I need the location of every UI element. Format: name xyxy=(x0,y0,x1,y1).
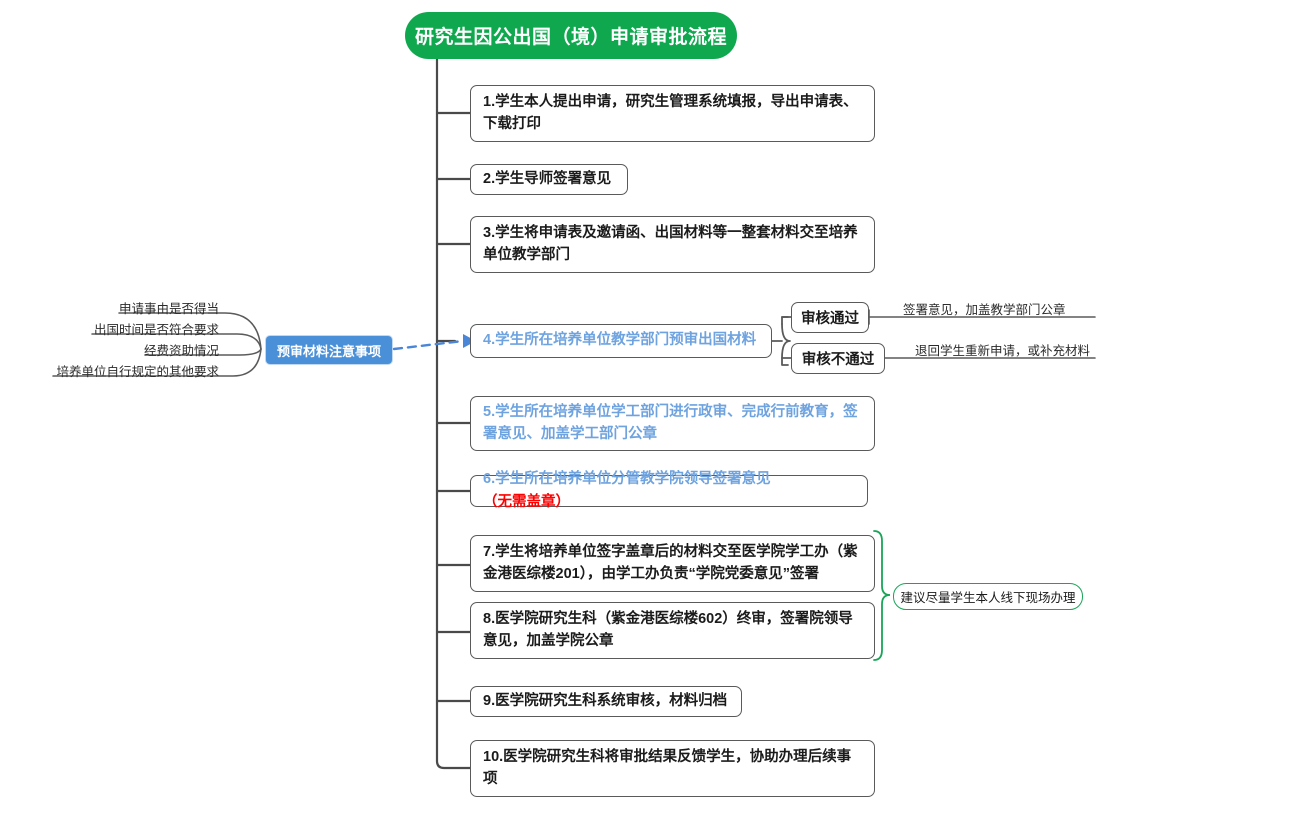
step-7-text: 7.学生将培养单位签字盖章后的材料交至医学院学工办（紫金港医综楼201），由学工… xyxy=(483,543,858,582)
step-1-box[interactable]: 1.学生本人提出申请，研究生管理系统填报，导出申请表、下载打印 xyxy=(470,85,875,142)
step-8-text: 8.医学院研究生科（紫金港医综楼602）终审，签署院领导意见，加盖学院公章 xyxy=(483,610,853,649)
step-9-text: 9.医学院研究生科系统审核，材料归档 xyxy=(483,692,728,709)
flowchart-title: 研究生因公出国（境）申请审批流程 xyxy=(405,12,737,59)
step-3-box[interactable]: 3.学生将申请表及邀请函、出国材料等一整套材料交至培养单位教学部门 xyxy=(470,216,875,273)
branch-pass-box[interactable]: 审核通过 xyxy=(791,302,869,333)
offline-advice-note[interactable]: 建议尽量学生本人线下现场办理 xyxy=(893,583,1083,610)
step-6-note: （无需盖章） xyxy=(483,493,570,510)
branch-fail-outcome-text: 退回学生重新申请，或补充材料 xyxy=(915,344,1091,358)
prereview-item-4-text: 培养单位自行规定的其他要求 xyxy=(56,365,219,379)
flowchart-title-text: 研究生因公出国（境）申请审批流程 xyxy=(414,27,727,48)
prereview-item-4: 培养单位自行规定的其他要求 xyxy=(0,361,219,380)
branch-pass-outcome-text: 签署意见，加盖教学部门公章 xyxy=(903,303,1066,317)
prereview-item-3-text: 经费资助情况 xyxy=(143,344,219,358)
prereview-item-1: 申请事由是否得当 xyxy=(0,298,219,317)
step-8-box[interactable]: 8.医学院研究生科（紫金港医综楼602）终审，签署院领导意见，加盖学院公章 xyxy=(470,602,875,659)
branch-pass-outcome: 签署意见，加盖教学部门公章 xyxy=(903,299,1066,318)
prereview-note-box[interactable]: 预审材料注意事项 xyxy=(266,336,392,364)
step-10-text: 10.医学院研究生科将审批结果反馈学生，协助办理后续事项 xyxy=(483,748,852,787)
prereview-item-2-text: 出国时间是否符合要求 xyxy=(93,323,219,337)
step-9-box[interactable]: 9.医学院研究生科系统审核，材料归档 xyxy=(470,686,742,717)
step-4-box[interactable]: 4.学生所在培养单位教学部门预审出国材料 xyxy=(470,324,772,358)
step-10-box[interactable]: 10.医学院研究生科将审批结果反馈学生，协助办理后续事项 xyxy=(470,740,875,797)
step-5-box[interactable]: 5.学生所在培养单位学工部门进行政审、完成行前教育，签署意见、加盖学工部门公章 xyxy=(470,396,875,451)
branch-fail-box[interactable]: 审核不通过 xyxy=(791,343,885,374)
prereview-item-2: 出国时间是否符合要求 xyxy=(0,319,219,338)
step-5-text: 5.学生所在培养单位学工部门进行政审、完成行前教育，签署意见、加盖学工部门公章 xyxy=(483,403,858,442)
offline-advice-text: 建议尽量学生本人线下现场办理 xyxy=(900,591,1076,605)
step-3-text: 3.学生将申请表及邀请函、出国材料等一整套材料交至培养单位教学部门 xyxy=(483,224,858,263)
step-2-box[interactable]: 2.学生导师签署意见 xyxy=(470,164,628,195)
step-6-text: 6.学生所在培养单位分管教学院领导签署意见 （无需盖章） xyxy=(483,468,855,513)
prereview-note-title: 预审材料注意事项 xyxy=(276,343,381,359)
step-6-main: 6.学生所在培养单位分管教学院领导签署意见 xyxy=(483,471,771,488)
step-4-text: 4.学生所在培养单位教学部门预审出国材料 xyxy=(483,332,757,349)
step-1-text: 1.学生本人提出申请，研究生管理系统填报，导出申请表、下载打印 xyxy=(483,93,858,132)
branch-pass-label: 审核通过 xyxy=(801,311,859,327)
step-2-text: 2.学生导师签署意见 xyxy=(483,170,612,187)
step-6-box[interactable]: 6.学生所在培养单位分管教学院领导签署意见 （无需盖章） xyxy=(470,471,868,510)
step-7-box[interactable]: 7.学生将培养单位签字盖章后的材料交至医学院学工办（紫金港医综楼201），由学工… xyxy=(470,535,875,592)
branch-fail-label: 审核不通过 xyxy=(801,352,875,368)
prereview-item-3: 经费资助情况 xyxy=(0,340,219,359)
prereview-item-1-text: 申请事由是否得当 xyxy=(118,302,219,316)
branch-fail-outcome: 退回学生重新申请，或补充材料 xyxy=(915,340,1090,359)
